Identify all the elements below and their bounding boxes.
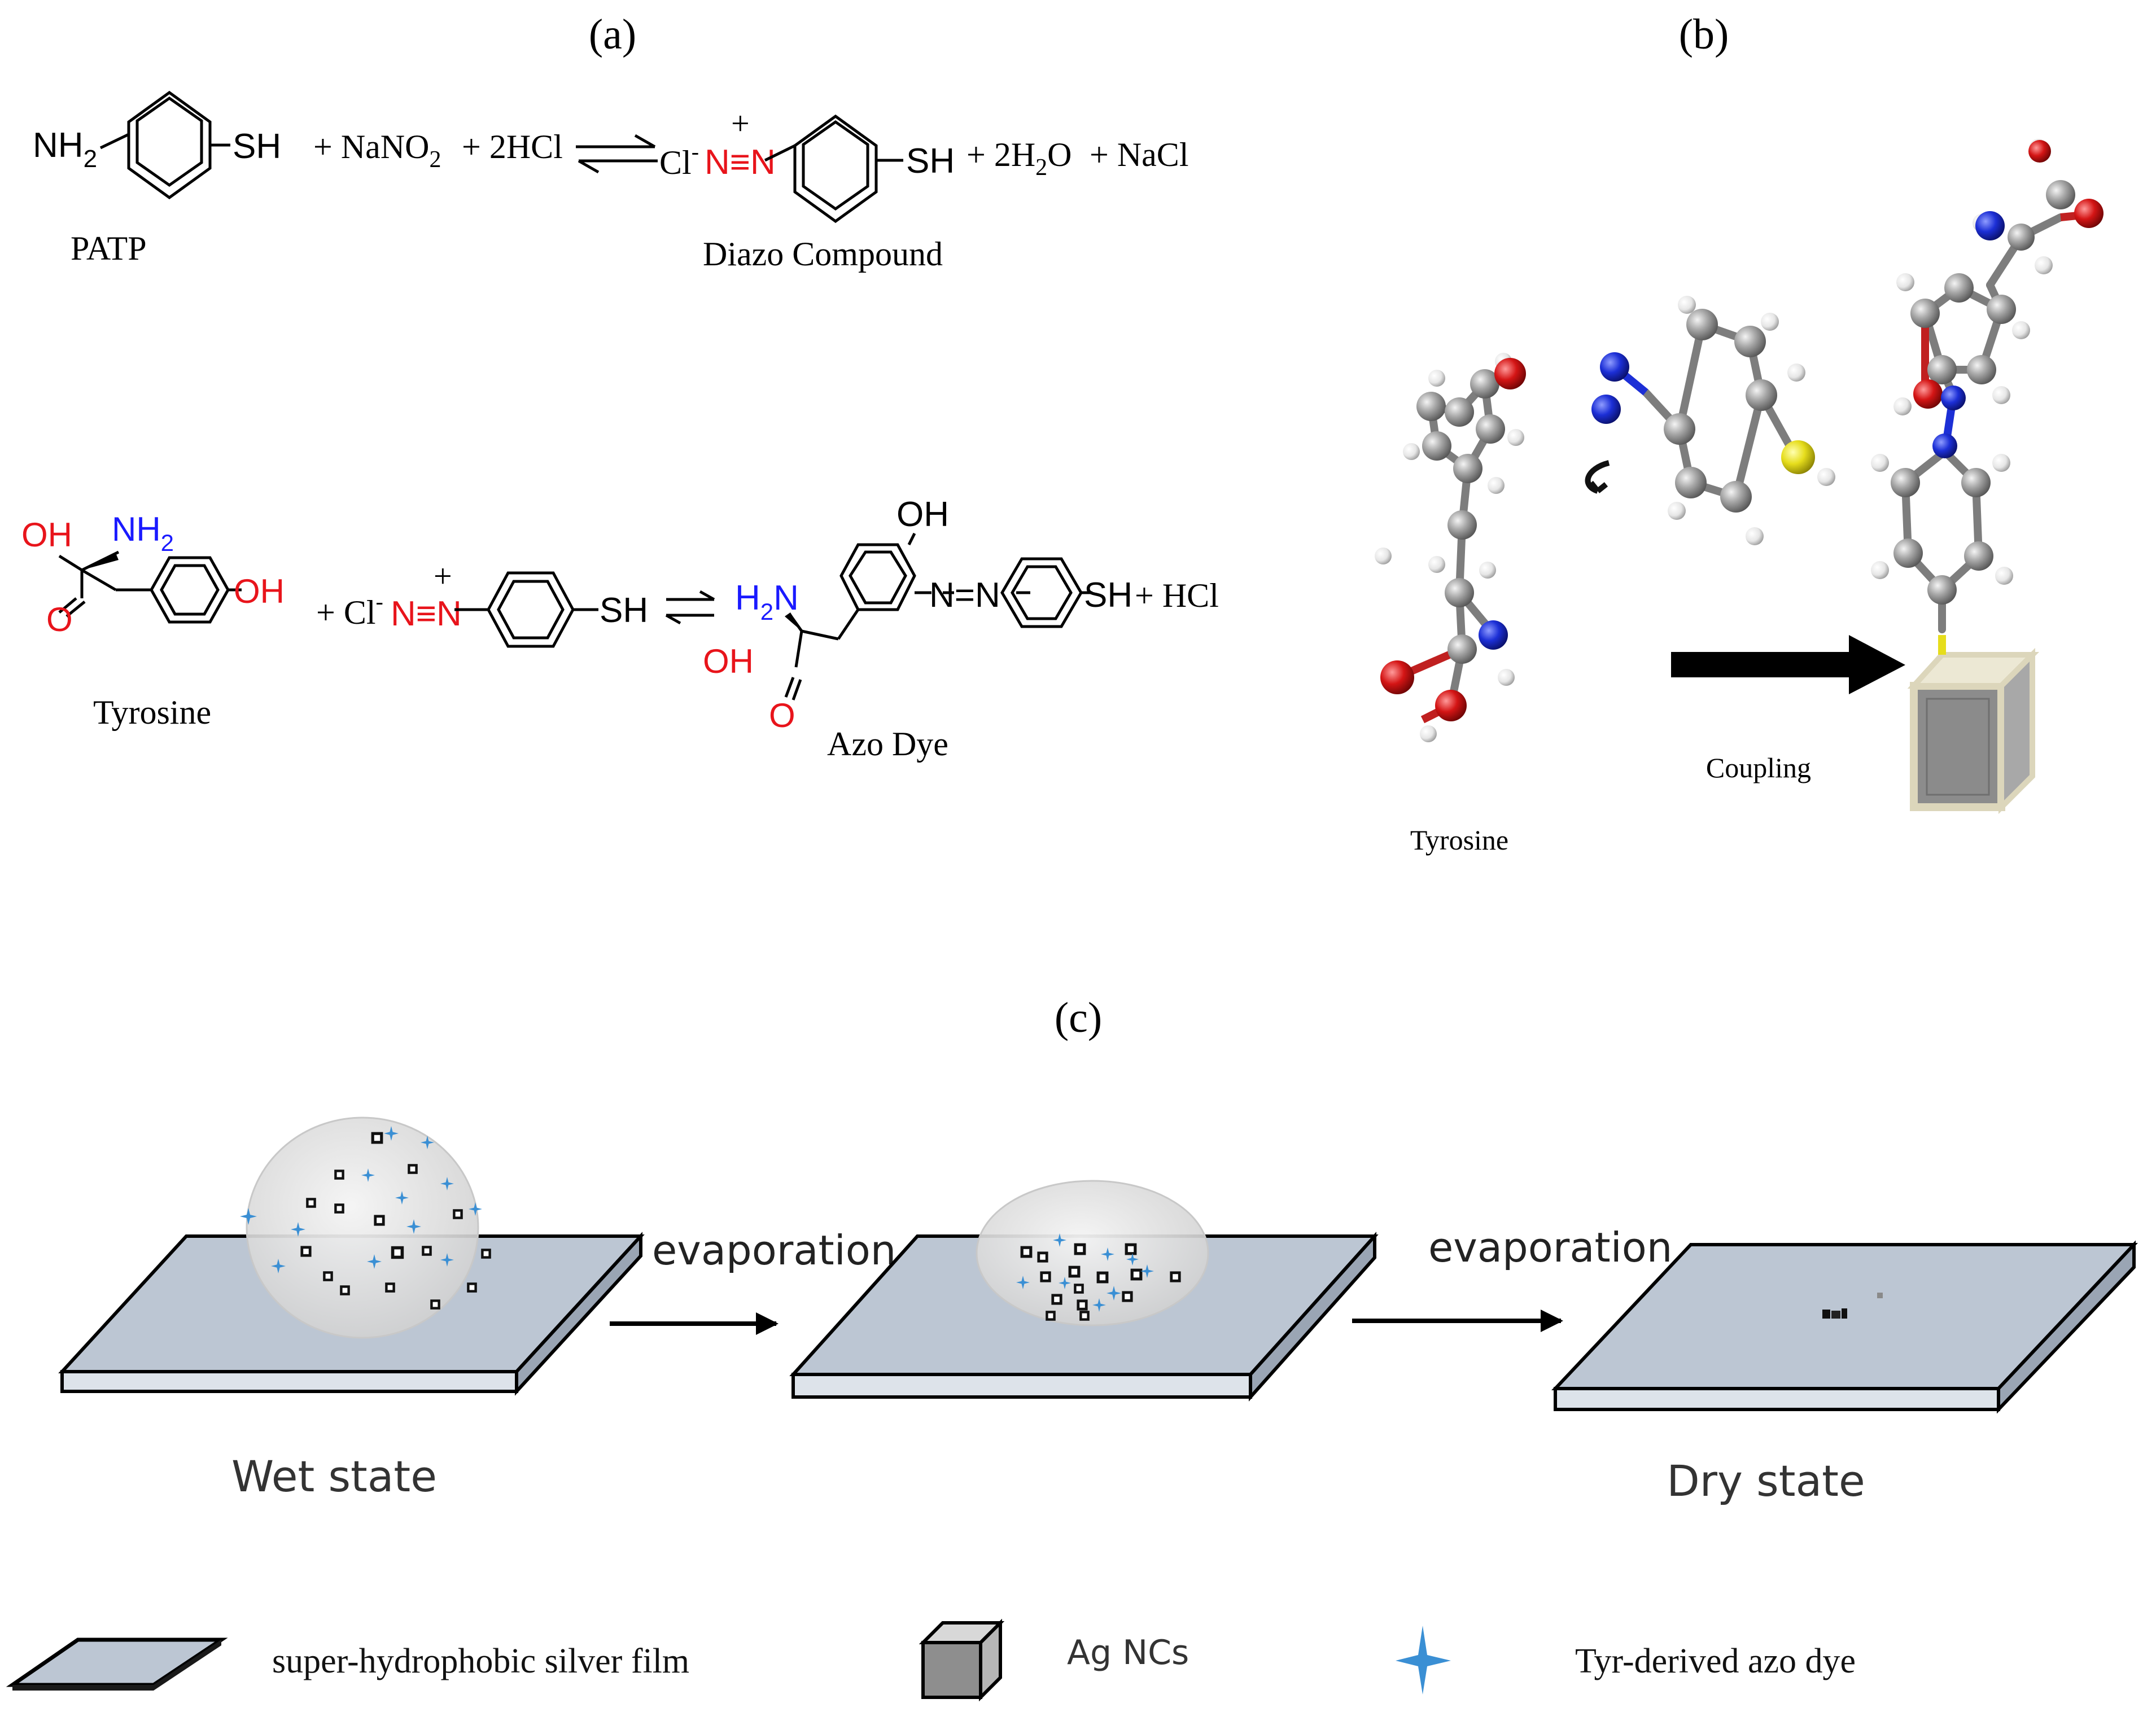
panel-b-label: (b) — [1679, 11, 1729, 58]
equilibrium-arrow-2 — [665, 590, 715, 625]
patp-name: PATP — [71, 230, 147, 267]
tyrosine-amine: NH2 — [112, 510, 174, 556]
tyrosine-name: Tyrosine — [93, 694, 211, 731]
diazo-molecule-model — [1585, 296, 1835, 545]
panel-b: Tyrosine Coupling — [1375, 139, 2103, 856]
rotation-arrow-icon — [1585, 460, 1610, 494]
azo-dye-name: Azo Dye — [827, 725, 948, 763]
diazo-benzene-ring — [793, 114, 878, 224]
byproduct-water: + 2H2O — [967, 136, 1072, 181]
legend-film-label: super-hydrophobic silver film — [272, 1642, 689, 1680]
azo-phenol-oh: OH — [896, 495, 949, 534]
legend-cube-icon — [919, 1618, 1005, 1702]
reagent-acid: + 2HCl — [462, 128, 563, 165]
azo-carbonyl-o: O — [769, 697, 795, 734]
legend-dye-label: Tyr-derived azo dye — [1575, 1642, 1856, 1680]
patp-benzene-ring — [127, 90, 212, 200]
azo-acid-oh: OH — [703, 642, 754, 680]
legend-film-icon — [6, 1637, 228, 1691]
equilibrium-arrow-1 — [576, 134, 658, 174]
azo-thiol: SH — [1084, 576, 1132, 615]
reaction-2: OH NH2 O OH + Cl- + N≡N — [21, 495, 1219, 763]
panel-a: NH2 SH + NaNO2 + 2HCl Cl- + N≡N — [21, 90, 1219, 763]
ag-nanocube — [1907, 635, 2040, 815]
panel-b-coupling-label: Coupling — [1706, 752, 1811, 783]
reagent-benzene-ring — [487, 571, 575, 648]
byproduct-hcl: + HCl — [1135, 577, 1219, 614]
coupling-arrow — [1671, 635, 1905, 694]
patp-bond-left — [99, 133, 130, 150]
azo-dye-molecule-model — [1871, 139, 2103, 815]
reagent-plus-charge: + — [434, 558, 452, 594]
legend: super-hydrophobic silver film Ag NCs Tyr… — [6, 1618, 1856, 1702]
dry-state-film — [1551, 1240, 2138, 1414]
tyrosine-phenol-oh: OH — [234, 572, 285, 610]
tyrosine-acid-oh: OH — [21, 516, 72, 554]
legend-ncs-label: Ag NCs — [1067, 1633, 1189, 1672]
wet-state-film — [58, 1116, 645, 1396]
panel-c: evaporation — [58, 1116, 2138, 1506]
azo-group: N=N — [929, 576, 1000, 615]
diazo-thiol: SH — [906, 142, 955, 181]
evaporating-film — [789, 1180, 1379, 1402]
diazo-bond-left — [764, 144, 796, 162]
reagent-nitrite: + NaNO2 — [313, 128, 441, 173]
tyrosine-benzene-ring — [150, 556, 230, 624]
diazo-chloride: Cl- — [659, 139, 699, 181]
azo-wedge-bond — [785, 612, 802, 631]
wet-state-label: Wet state — [231, 1451, 437, 1501]
diazo-name: Diazo Compound — [703, 235, 943, 273]
tyrosine-molecule-model — [1375, 353, 1526, 742]
dried-residue — [1822, 1293, 1883, 1319]
azo-dye-backbone — [784, 532, 1030, 700]
shrinking-droplet — [976, 1180, 1209, 1326]
panel-a-label: (a) — [589, 11, 636, 58]
tyrosine-wedge-bond — [82, 553, 119, 570]
byproduct-salt: + NaCl — [1090, 136, 1189, 173]
azo-amine: H2N — [735, 579, 799, 625]
wet-droplet — [246, 1116, 479, 1339]
reagent-chloride: + Cl- — [316, 589, 383, 631]
evaporation-label-2: evaporation — [1428, 1224, 1672, 1271]
dry-state-label: Dry state — [1667, 1456, 1865, 1506]
reagent-diazo-group: N≡N — [391, 594, 462, 633]
reaction-1: NH2 SH + NaNO2 + 2HCl Cl- + N≡N — [33, 90, 1189, 273]
patp-amine: NH2 — [33, 126, 97, 173]
panel-b-tyrosine-label: Tyrosine — [1410, 824, 1508, 856]
legend-star-icon — [1396, 1626, 1451, 1695]
panel-c-label: (c) — [1055, 994, 1102, 1041]
reagent-thiol: SH — [600, 591, 648, 630]
tyrosine-carbonyl-o: O — [46, 601, 73, 638]
diazo-plus-charge: + — [731, 105, 750, 142]
diazo-group: N≡N — [705, 143, 776, 182]
azo-right-ring — [1000, 557, 1083, 628]
evaporation-label-1: evaporation — [652, 1227, 896, 1274]
azo-left-ring — [839, 543, 916, 611]
patp-thiol: SH — [233, 127, 281, 166]
